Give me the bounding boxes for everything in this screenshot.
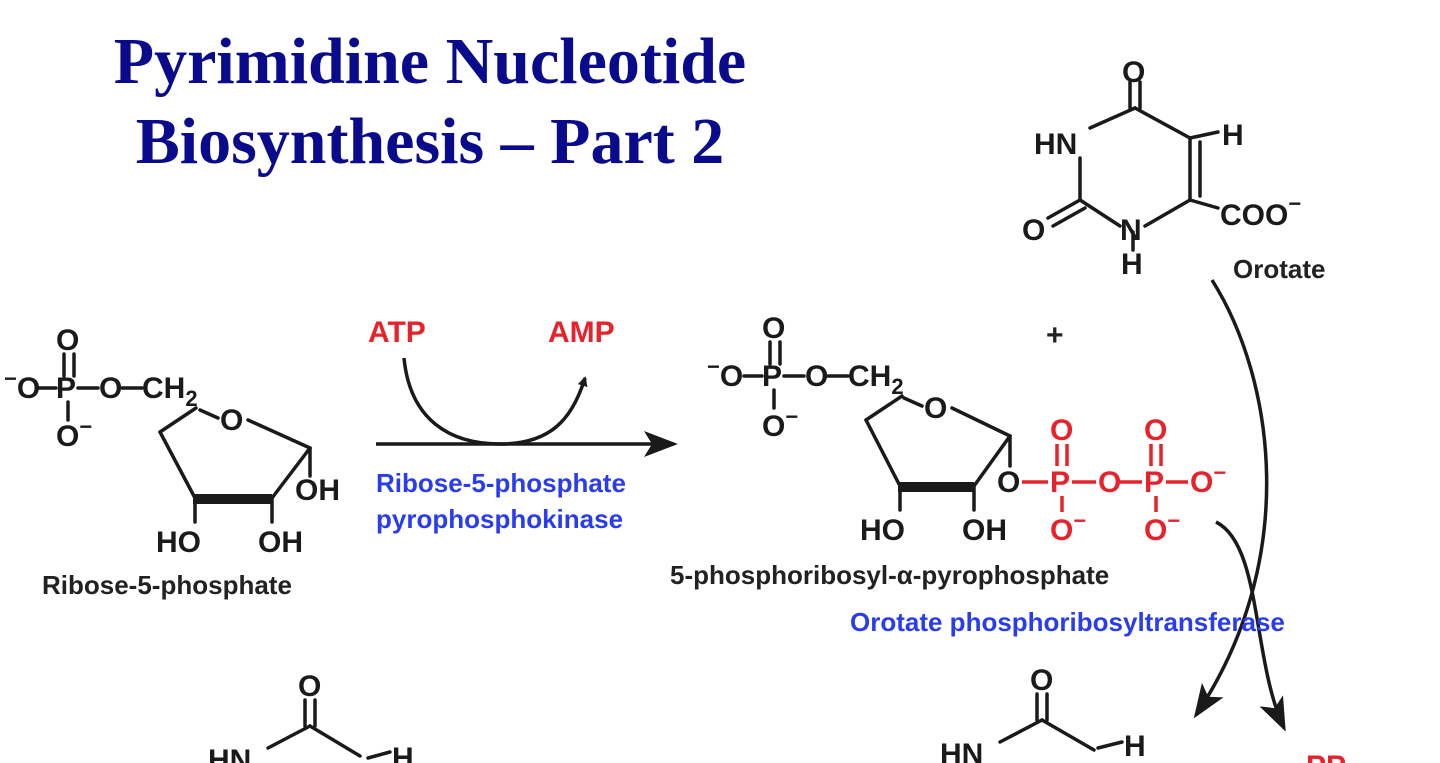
enzyme-1-label-line2: pyrophosphokinase [376, 504, 623, 534]
prpp-pp-o1-low: O− [1050, 508, 1086, 547]
ribose-5-phosphate-structure: O −O P O CH2 O− O OH HO OH [4, 324, 340, 559]
prpp-pp-o2-top: O [1144, 414, 1167, 447]
orotate-hn: HN [1034, 128, 1077, 161]
r5p-oh-2: OH [258, 526, 303, 559]
br-h: H [1124, 730, 1146, 763]
ppi-label: PP [1306, 750, 1346, 763]
bl-hn: HN [208, 744, 251, 763]
prpp-pp-o-terminal: O− [1190, 460, 1226, 499]
orotate-structure: O HN H O N H COO− [1022, 56, 1301, 281]
br-o-top: O [1030, 664, 1053, 697]
prpp-oh: OH [962, 514, 1007, 547]
plus-sign: + [1046, 319, 1064, 352]
prpp-pp-o-bridge: O [1098, 466, 1121, 499]
prpp-o-top: O [762, 312, 785, 345]
prpp-p: P [762, 360, 782, 393]
r5p-ring-o: O [220, 404, 243, 437]
prpp-o-anomeric: O [997, 466, 1020, 499]
orotate-n: N [1120, 214, 1142, 247]
prpp-o-minus: −O [707, 354, 743, 393]
prpp-label: 5-phosphoribosyl-α-pyrophosphate [670, 560, 1109, 590]
prpp-ho: HO [860, 514, 905, 547]
r5p-o-lower: O− [56, 414, 92, 453]
ribose-5-phosphate-label: Ribose-5-phosphate [42, 570, 292, 600]
atp-label: ATP [368, 316, 426, 349]
prpp-o-lower: O− [762, 404, 798, 443]
orotate-label: Orotate [1233, 254, 1325, 284]
enzyme-2-label: Orotate phosphoribosyltransferase [850, 607, 1285, 637]
r5p-ho: HO [156, 526, 201, 559]
prpp-ch2: CH2 [848, 360, 904, 399]
bottom-right-pyrimidine-partial: O HN H [940, 664, 1146, 763]
title-line-1: Pyrimidine Nucleotide [113, 25, 747, 98]
r5p-oh-1: OH [295, 474, 340, 507]
enzyme-1-label-line1: Ribose-5-phosphate [376, 468, 626, 498]
prpp-pp-p2: P [1144, 466, 1164, 499]
prpp-o-bridge: O [805, 360, 828, 393]
prpp-pp-o1-top: O [1050, 414, 1073, 447]
prpp-pp-o2-low: O− [1144, 508, 1180, 547]
prpp-structure: O −O P O CH2 O− O HO OH O P O O− O [707, 312, 1226, 547]
r5p-p: P [56, 372, 76, 405]
bl-o-top: O [298, 670, 321, 703]
prpp-ring-o: O [924, 392, 947, 425]
r5p-o-minus: −O [4, 366, 40, 405]
reaction-2-arrows [1193, 279, 1286, 732]
r5p-o-top: O [56, 324, 79, 357]
bl-h: H [392, 742, 414, 763]
br-hn: HN [940, 738, 983, 763]
orotate-coo: COO− [1220, 191, 1301, 232]
orotate-h: H [1222, 119, 1244, 152]
reaction-1-arrow [376, 357, 678, 457]
title-line-2: Biosynthesis – Part 2 [135, 105, 725, 178]
r5p-ch2: CH2 [142, 372, 198, 411]
prpp-pp-p1: P [1050, 466, 1070, 499]
amp-label: AMP [548, 316, 615, 349]
page-title: Pyrimidine Nucleotide Biosynthesis – Par… [40, 22, 820, 182]
orotate-o-left: O [1022, 214, 1045, 247]
r5p-o-bridge: O [99, 372, 122, 405]
orotate-o-top: O [1122, 56, 1145, 89]
bottom-left-pyrimidine-partial: O HN H [208, 670, 414, 763]
orotate-nh: H [1121, 248, 1143, 281]
